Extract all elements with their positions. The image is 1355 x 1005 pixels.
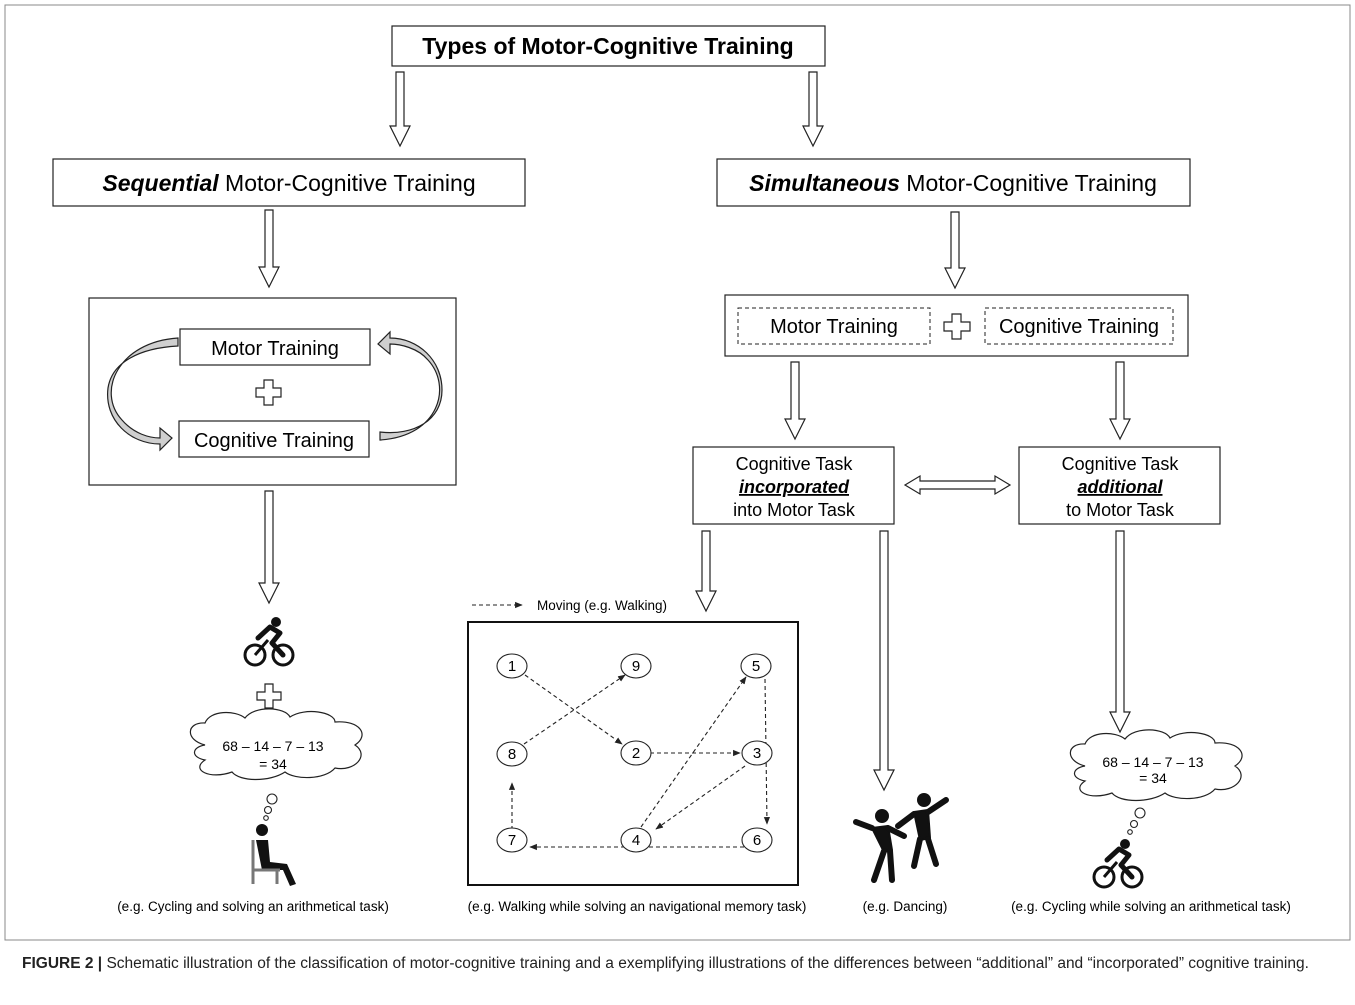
node-label: 8 bbox=[508, 746, 516, 763]
diagram-title: Types of Motor-Cognitive Training bbox=[422, 33, 793, 59]
double-hollow-arrow bbox=[903, 474, 1012, 496]
incorporated-emphasis: incorporated bbox=[739, 477, 850, 497]
math-problem: 68 – 14 – 7 – 13 bbox=[222, 738, 323, 754]
node-label: 1 bbox=[508, 658, 516, 675]
hollow-arrow-down bbox=[258, 490, 280, 605]
hollow-arrow-down bbox=[944, 211, 966, 290]
additional-line3: to Motor Task bbox=[1066, 500, 1175, 520]
legend-label: Moving (e.g. Walking) bbox=[537, 598, 667, 613]
sequential-cycle-box: Motor Training Cognitive Training bbox=[88, 297, 457, 486]
sequential-training-box: Sequential Motor-Cognitive Training bbox=[52, 158, 526, 207]
math-problem: 68 – 14 – 7 – 13 bbox=[1102, 754, 1203, 770]
node-label: 7 bbox=[508, 832, 516, 849]
node-label: 4 bbox=[632, 832, 640, 849]
plus-icon bbox=[256, 683, 282, 709]
cycling-icon bbox=[243, 617, 295, 667]
title-box: Types of Motor-Cognitive Training bbox=[391, 25, 826, 67]
node-1 bbox=[496, 653, 528, 679]
walking-example: (e.g. Walking while solving an navigatio… bbox=[468, 899, 807, 914]
additional-box: Cognitive Task additional to Motor Task bbox=[1018, 446, 1221, 525]
hollow-arrow-down bbox=[389, 71, 411, 148]
incorporated-line3: into Motor Task bbox=[733, 500, 856, 520]
node-4 bbox=[620, 827, 652, 853]
simultaneous-combined-box: Motor Training Cognitive Training bbox=[724, 294, 1189, 357]
incorporated-line1: Cognitive Task bbox=[736, 454, 854, 474]
hollow-arrow-down bbox=[784, 361, 806, 441]
additional-line1: Cognitive Task bbox=[1062, 454, 1180, 474]
hollow-arrow-down bbox=[873, 530, 895, 792]
simultaneous-emphasis: Simultaneous bbox=[749, 170, 900, 196]
node-6 bbox=[741, 827, 773, 853]
simultaneous-label: Motor-Cognitive Training bbox=[900, 170, 1157, 196]
math-result: = 34 bbox=[1139, 770, 1167, 786]
svg-text:Simultaneous Motor-Cognitive T: Simultaneous Motor-Cognitive Training bbox=[749, 170, 1157, 196]
simultaneous-motor-training: Motor Training bbox=[770, 316, 898, 338]
node-8 bbox=[496, 741, 528, 767]
thought-cloud: 68 – 14 – 7 – 13 = 34 bbox=[189, 708, 363, 821]
hollow-arrow-down bbox=[1109, 361, 1131, 441]
cycle-arrow-left bbox=[107, 337, 179, 452]
incorporated-box: Cognitive Task incorporated into Motor T… bbox=[692, 446, 895, 525]
cycling-icon bbox=[1092, 839, 1144, 889]
dancing-example: (e.g. Dancing) bbox=[863, 899, 948, 914]
sequential-cognitive-training: Cognitive Training bbox=[194, 430, 354, 452]
node-label: 3 bbox=[753, 745, 761, 762]
svg-text:Sequential Motor-Cognitive Tra: Sequential Motor-Cognitive Training bbox=[102, 170, 475, 196]
seated-person-icon bbox=[251, 824, 296, 886]
sequential-example: (e.g. Cycling and solving an arithmetica… bbox=[117, 899, 389, 914]
node-label: 9 bbox=[632, 658, 640, 675]
node-5 bbox=[740, 653, 772, 679]
node-label: 6 bbox=[753, 832, 761, 849]
figure-caption: FIGURE 2 | Schematic illustration of the… bbox=[22, 952, 1322, 975]
node-2 bbox=[620, 740, 652, 766]
simultaneous-training-box: Simultaneous Motor-Cognitive Training bbox=[716, 158, 1191, 207]
node-7 bbox=[496, 827, 528, 853]
node-3 bbox=[741, 740, 773, 766]
sequential-motor-training: Motor Training bbox=[211, 338, 339, 360]
plus-icon bbox=[943, 313, 971, 340]
node-label: 5 bbox=[752, 658, 760, 675]
sequential-emphasis: Sequential bbox=[102, 170, 219, 196]
math-result: = 34 bbox=[259, 756, 287, 772]
hollow-arrow-down bbox=[695, 530, 717, 613]
hollow-arrow-down bbox=[1109, 530, 1131, 734]
plus-icon bbox=[255, 379, 282, 406]
dancing-icon bbox=[853, 793, 949, 883]
node-label: 2 bbox=[632, 745, 640, 762]
hollow-arrow-down bbox=[802, 71, 824, 148]
additional-emphasis: additional bbox=[1078, 477, 1164, 497]
thought-cloud: 68 – 14 – 7 – 13 = 34 bbox=[1069, 729, 1243, 835]
hollow-arrow-down bbox=[258, 209, 280, 289]
caption-label: FIGURE 2 | bbox=[22, 955, 103, 972]
figure-frame bbox=[4, 4, 1351, 941]
cycle-arrow-right bbox=[377, 330, 443, 441]
sequential-label: Motor-Cognitive Training bbox=[219, 170, 476, 196]
navigation-nodes bbox=[496, 653, 773, 853]
node-9 bbox=[620, 653, 652, 679]
simultaneous-cognitive-training: Cognitive Training bbox=[999, 316, 1159, 338]
cycling-example: (e.g. Cycling while solving an arithmeti… bbox=[1011, 899, 1291, 914]
navigation-task-box: 1 9 5 8 2 3 7 4 6 bbox=[467, 621, 799, 886]
caption-text: Schematic illustration of the classifica… bbox=[102, 955, 1309, 972]
